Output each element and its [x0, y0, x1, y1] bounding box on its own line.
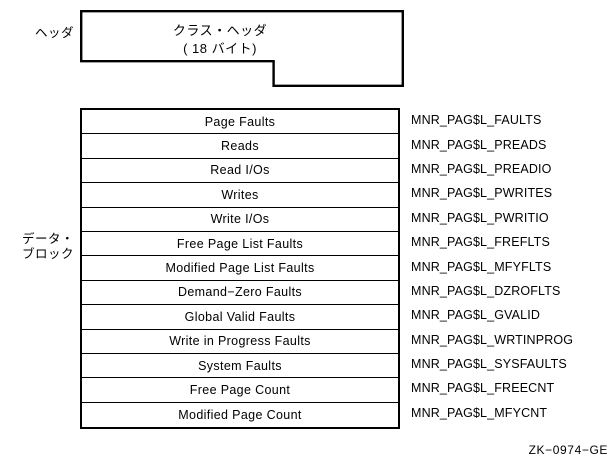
symbol-name: MNR_PAG$L_WRTINPROG [411, 332, 574, 347]
table-row: Reads [82, 134, 398, 159]
table-row: Global Valid Faults [82, 305, 398, 330]
row-label: Free Page List Faults [176, 236, 304, 251]
table-row: Page Faults [82, 110, 398, 135]
row-label: Free Page Count [189, 382, 291, 397]
symbol-name: MNR_PAG$L_MFYFLTS [411, 259, 552, 274]
class-header-block: クラス・ヘッダ ( 18 バイト) [80, 10, 404, 87]
symbol-name: MNR_PAG$L_PWRITES [411, 186, 553, 201]
row-label: Read I/Os [210, 163, 270, 178]
table-row: System Faults [82, 354, 398, 379]
symbol-name: MNR_PAG$L_MFYCNT [411, 405, 548, 420]
symbol-name: MNR_PAG$L_PWRITIO [411, 210, 549, 225]
table-row: Modified Page Count [82, 403, 398, 427]
row-label: Reads [221, 139, 259, 154]
table-row: Free Page Count [82, 378, 398, 403]
header-side-label: ヘッダ [34, 26, 74, 40]
symbol-name: MNR_PAG$L_SYSFAULTS [411, 357, 567, 372]
symbol-name: MNR_PAG$L_DZROFLTS [411, 283, 561, 298]
table-row: Demand−Zero Faults [82, 281, 398, 306]
row-label: Demand−Zero Faults [177, 285, 303, 300]
symbol-name: MNR_PAG$L_PREADS [411, 137, 547, 152]
row-label: Modified Page Count [178, 407, 302, 422]
symbol-name: MNR_PAG$L_FREECNT [411, 381, 555, 396]
data-block-table: Page Faults Reads Read I/Os Writes Write… [80, 108, 400, 430]
table-row: Write I/Os [82, 208, 398, 232]
row-label: System Faults [198, 358, 282, 373]
symbol-name-column: MNR_PAG$L_FAULTS MNR_PAG$L_PREADS MNR_PA… [411, 108, 616, 425]
table-row: Write in Progress Faults [82, 330, 398, 354]
table-row: Read I/Os [82, 159, 398, 184]
symbol-name: MNR_PAG$L_FREFLTS [411, 235, 550, 250]
symbol-name: MNR_PAG$L_FAULTS [411, 113, 542, 128]
figure-id-label: ZK−0974−GE [528, 443, 608, 457]
table-row: Writes [82, 183, 398, 208]
row-label: Global Valid Faults [184, 309, 296, 324]
row-label: Write in Progress Faults [169, 334, 311, 349]
class-header-block-outline [80, 10, 404, 87]
row-label: Page Faults [204, 114, 276, 129]
table-row: Free Page List Faults [82, 232, 398, 257]
data-block-side-label: データ・ ブロック [21, 232, 74, 261]
symbol-name: MNR_PAG$L_PREADIO [411, 161, 552, 176]
row-label: Writes [221, 187, 259, 202]
table-row: Modified Page List Faults [82, 256, 398, 281]
symbol-name: MNR_PAG$L_GVALID [411, 308, 541, 323]
row-label: Write I/Os [210, 212, 270, 227]
row-label: Modified Page List Faults [165, 261, 315, 276]
